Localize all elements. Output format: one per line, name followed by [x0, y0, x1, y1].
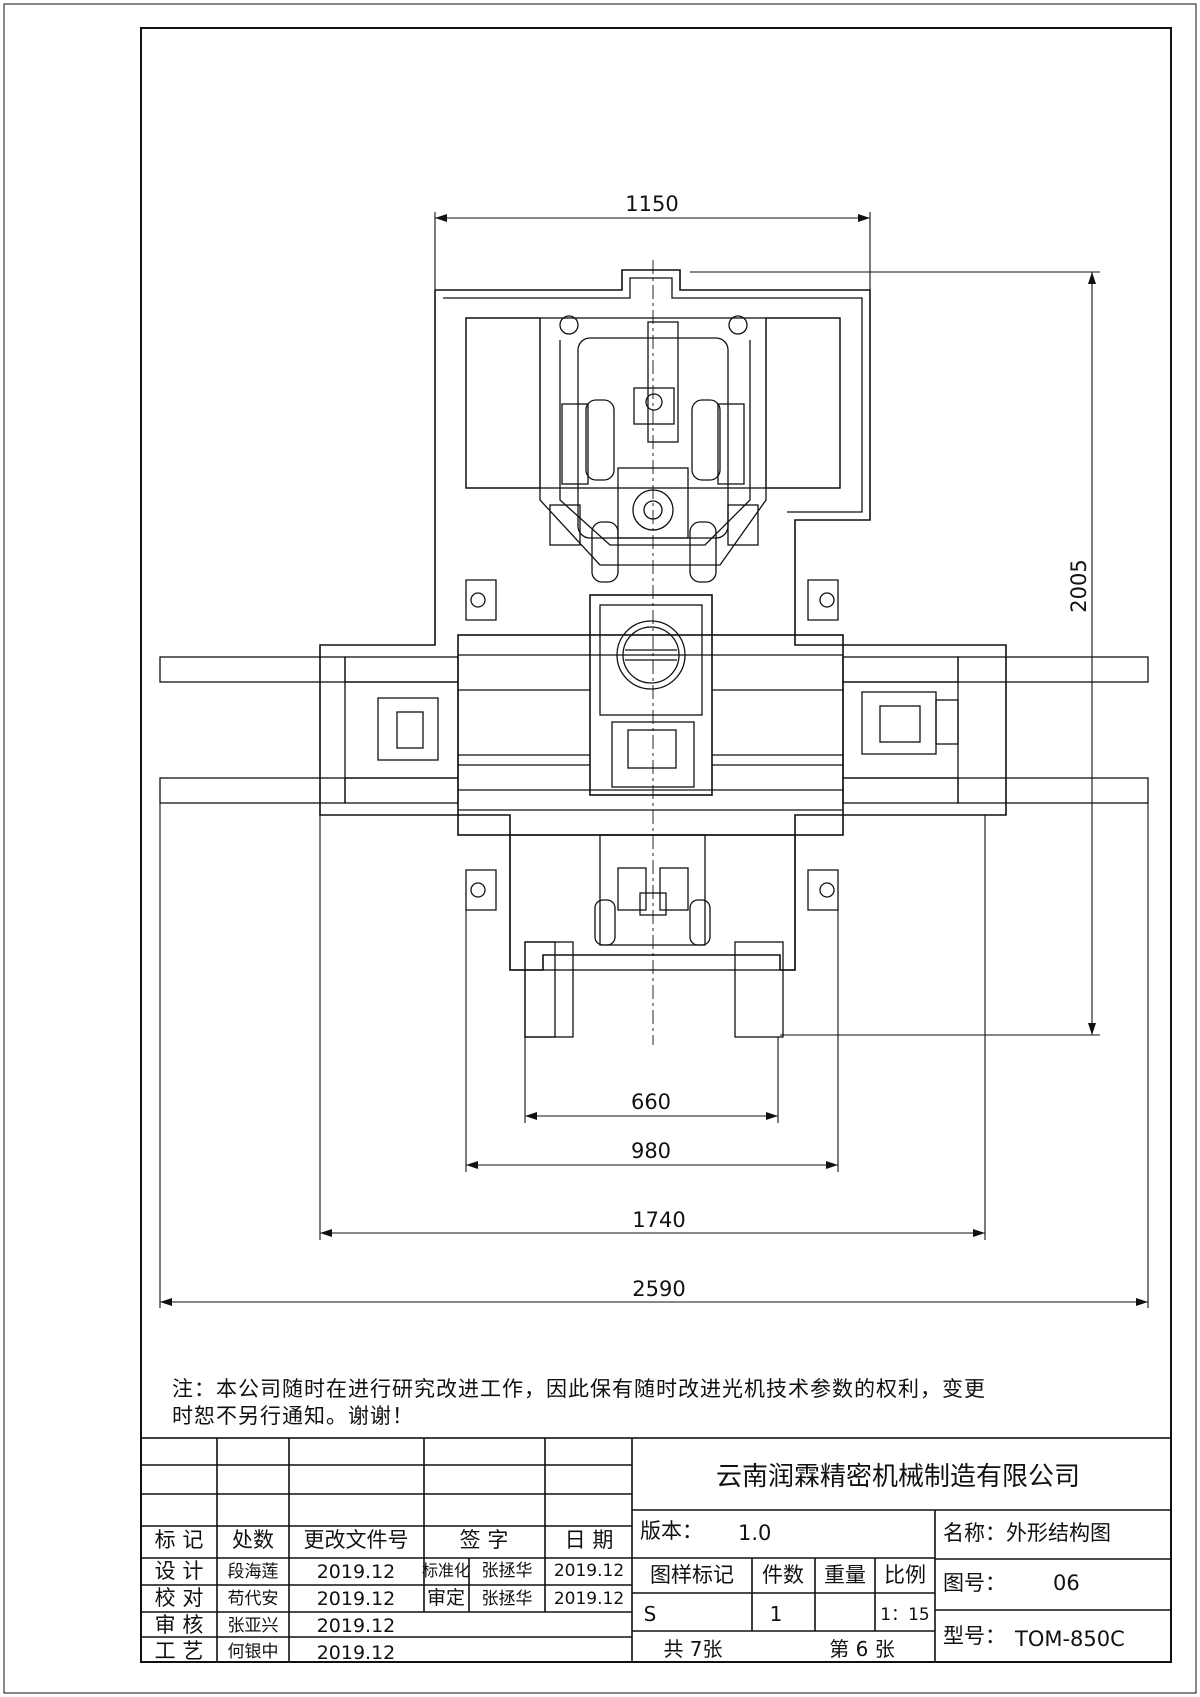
drawing-no-label: 图号：: [943, 1571, 1006, 1595]
dim-2590: 2590: [632, 1277, 685, 1301]
model-value: TOM-850C: [1014, 1627, 1125, 1651]
header-signature: 签 字: [460, 1528, 509, 1552]
dim-2005: 2005: [1067, 559, 1091, 612]
date-approve: 2019.12: [554, 1589, 624, 1609]
header-date: 日 期: [565, 1528, 614, 1552]
person-reviewer: 张亚兴: [228, 1616, 279, 1636]
role-standard: 标准化: [422, 1561, 470, 1580]
role-review: 审 核: [155, 1613, 204, 1637]
drawing-name: 名称：外形结构图: [943, 1521, 1111, 1545]
person-standard: 张拯华: [482, 1561, 533, 1581]
person-designer: 段海莲: [228, 1562, 279, 1582]
title-block-grid: [140, 1437, 1172, 1663]
version-label: 版本：: [640, 1519, 703, 1543]
note-line-1: 注：本公司随时在进行研究改进工作，因此保有随时改进光机技术参数的权利，变更: [172, 1377, 986, 1401]
model-label: 型号：: [943, 1624, 1006, 1648]
col-count: 件数: [762, 1563, 804, 1587]
role-approve: 审定: [427, 1587, 465, 1609]
role-check: 校 对: [155, 1586, 204, 1610]
col-weight: 重量: [824, 1563, 866, 1587]
revision-note: 注：本公司随时在进行研究改进工作，因此保有随时改进光机技术参数的权利，变更 时恕…: [172, 1376, 1172, 1430]
header-mark: 标 记: [155, 1528, 204, 1552]
date-design: 2019.12: [317, 1561, 396, 1583]
sheet-number: 第 6 张: [829, 1637, 894, 1661]
machine-drawing: [159, 269, 1149, 1038]
date-review: 2019.12: [317, 1615, 396, 1637]
person-checker: 苟代安: [228, 1589, 279, 1609]
dim-1150: 1150: [625, 192, 678, 216]
dimension-lines: [159, 212, 1149, 1308]
drawing-no: 06: [1053, 1571, 1080, 1595]
sheet-edge: [3, 3, 1197, 1694]
col-scale: 比例: [884, 1563, 926, 1587]
date-process: 2019.12: [317, 1642, 396, 1664]
mark-value: S: [644, 1602, 657, 1626]
note-line-2: 时恕不另行通知。谢谢！: [172, 1404, 414, 1428]
dim-1740: 1740: [632, 1208, 685, 1232]
dim-980: 980: [631, 1139, 671, 1163]
dim-660: 660: [631, 1090, 671, 1114]
dimension-arrows: [160, 214, 1148, 1306]
header-change-doc: 更改文件号: [304, 1528, 409, 1552]
date-check: 2019.12: [317, 1588, 396, 1610]
date-standard: 2019.12: [554, 1561, 624, 1581]
version-value: 1.0: [738, 1521, 771, 1545]
count-value: 1: [770, 1602, 783, 1626]
person-approver: 张拯华: [482, 1589, 533, 1609]
company-name: 云南润霖精密机械制造有限公司: [716, 1462, 1080, 1492]
total-sheets: 共 7张: [663, 1637, 722, 1661]
scale-value: 1：15: [880, 1605, 929, 1625]
col-mark: 图样标记: [650, 1563, 734, 1587]
role-design: 设 计: [155, 1559, 204, 1583]
person-process: 何银中: [228, 1642, 279, 1662]
role-process: 工 艺: [155, 1639, 204, 1663]
header-count: 处数: [232, 1528, 274, 1552]
